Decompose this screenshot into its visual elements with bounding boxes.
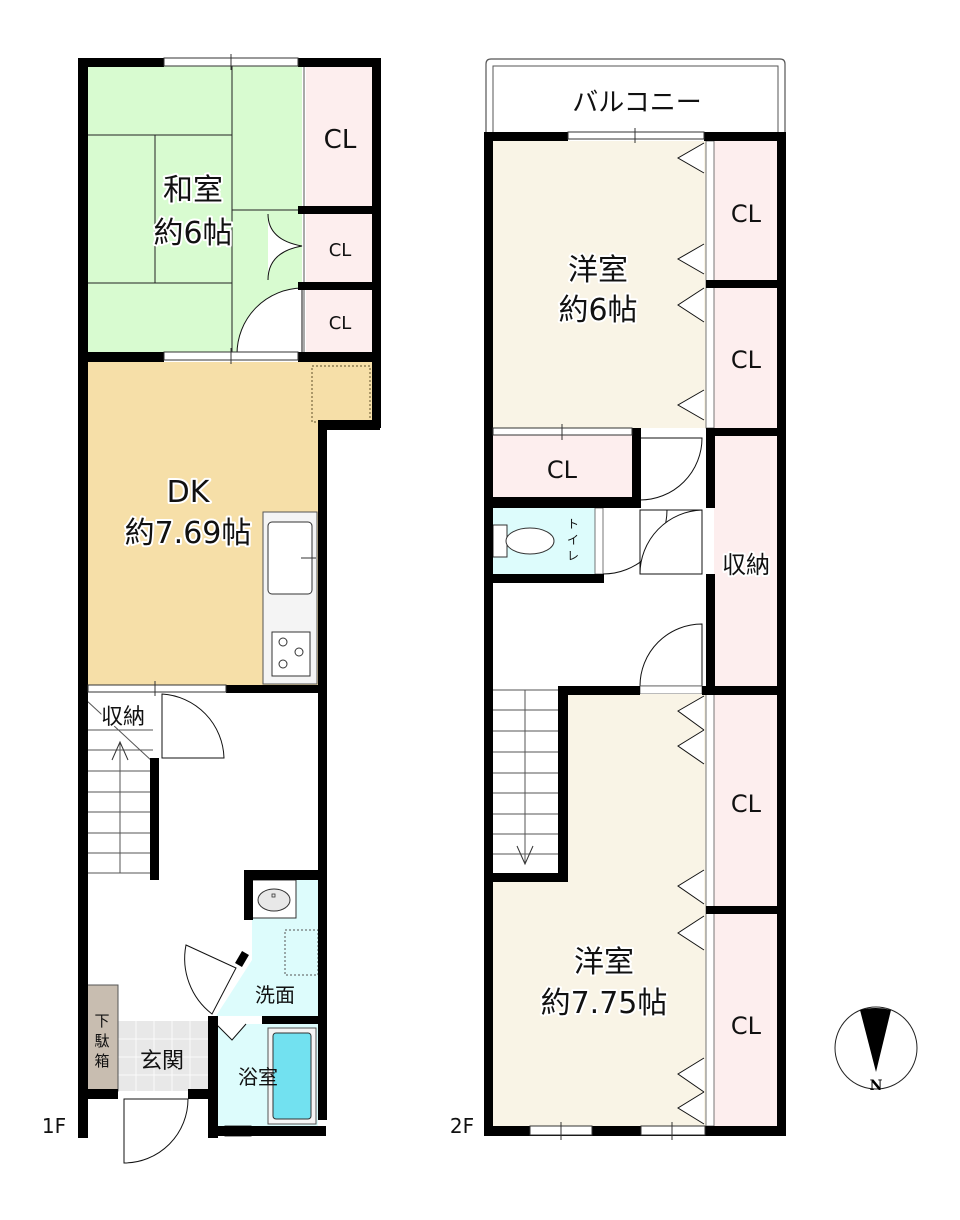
genkan-floor	[118, 1021, 210, 1091]
dk-size: 約7.69帖	[125, 516, 252, 551]
floor-2: バルコニー 洋室 約6帖 CL CL CL CL CL ト イ レ 収納 洋室 …	[450, 58, 786, 1140]
entrance-door-icon[interactable]	[123, 1098, 189, 1164]
walls-1f	[78, 58, 381, 1138]
compass-label: N	[870, 1078, 883, 1094]
balcony	[485, 58, 786, 132]
yoshitsu-2-size: 約7.75帖	[541, 986, 668, 1021]
closet-label: CL	[731, 200, 762, 228]
floor-1-label: 1F	[42, 1114, 66, 1138]
toilet-icon	[505, 527, 555, 555]
folding-door-icons[interactable]	[677, 695, 705, 1125]
yoshitsu-1-size: 約6帖	[558, 293, 637, 328]
walls-2f	[484, 132, 786, 1136]
yoshitsu-1-floor	[492, 141, 706, 428]
bathtub-icon	[272, 1032, 312, 1120]
washer-space	[284, 929, 319, 976]
closet-2f-3	[492, 434, 632, 497]
closet-label: CL	[731, 346, 762, 374]
shoebox-label: 箱	[94, 1052, 109, 1070]
refrigerator-space	[311, 365, 371, 423]
door-icon[interactable]	[639, 623, 703, 687]
toilet-label: レ	[567, 549, 579, 563]
bath-door-icon[interactable]	[215, 1023, 247, 1041]
folding-door-icons[interactable]	[676, 142, 705, 421]
door-icon[interactable]	[639, 509, 703, 575]
closet-label: CL	[329, 240, 352, 261]
senmen-label: 洗面	[255, 983, 295, 1007]
shoebox	[85, 984, 119, 1092]
floor-2-label: 2F	[450, 1114, 474, 1138]
toilet-label: イ	[567, 533, 579, 547]
floor-1: 和室 約6帖 CL CL CL DK 約7.69帖 収納 洗面 浴室 玄関 下 …	[42, 54, 381, 1164]
balcony-label: バルコニー	[572, 88, 701, 118]
toilet-label: ト	[567, 517, 579, 531]
down-arrow-icon	[516, 845, 534, 866]
closet-1f-1	[306, 66, 372, 206]
stairs-1f[interactable]	[85, 699, 154, 874]
washitsu-name: 和室	[163, 173, 223, 208]
toilet-tank	[492, 524, 508, 558]
dk-name: DK	[167, 475, 211, 510]
bath-label: 浴室	[238, 1065, 278, 1089]
genkan-label: 玄関	[140, 1049, 184, 1074]
stairs-2f[interactable]	[492, 689, 558, 866]
storage-2f	[714, 436, 778, 686]
closet-label: CL	[731, 790, 762, 818]
closet-2f-1	[714, 141, 778, 280]
closet-label: CL	[731, 1012, 762, 1040]
compass-icon: N	[834, 1006, 918, 1094]
door-icon[interactable]	[161, 693, 225, 759]
genkan-tiles	[118, 1021, 210, 1091]
washitsu-size: 約6帖	[153, 216, 232, 251]
closet-2f-5	[714, 914, 778, 1126]
stove-icon	[271, 631, 311, 677]
closet-2f-2	[714, 288, 778, 428]
storage-label: 収納	[722, 551, 770, 579]
closet-label: CL	[329, 313, 352, 334]
closet-label: CL	[547, 456, 578, 484]
door-icon[interactable]	[639, 437, 703, 501]
yoshitsu-2-name: 洋室	[574, 945, 634, 980]
yoshitsu-1-name: 洋室	[568, 253, 628, 288]
washbasin-icon	[257, 888, 291, 912]
closet-2f-4	[714, 694, 778, 906]
closet-door-icon[interactable]	[267, 213, 303, 281]
up-arrow-icon	[111, 740, 129, 761]
closet-1f-2	[306, 214, 372, 282]
closet-label: CL	[324, 125, 357, 155]
shoebox-label: 駄	[94, 1032, 109, 1050]
yoshitsu-2-floor	[492, 694, 706, 1126]
shoebox-label: 下	[94, 1012, 109, 1030]
tatami-lines	[86, 66, 302, 354]
storage-label: 収納	[101, 705, 145, 730]
door-icon[interactable]	[184, 944, 237, 1015]
closet-1f-3	[306, 290, 372, 354]
